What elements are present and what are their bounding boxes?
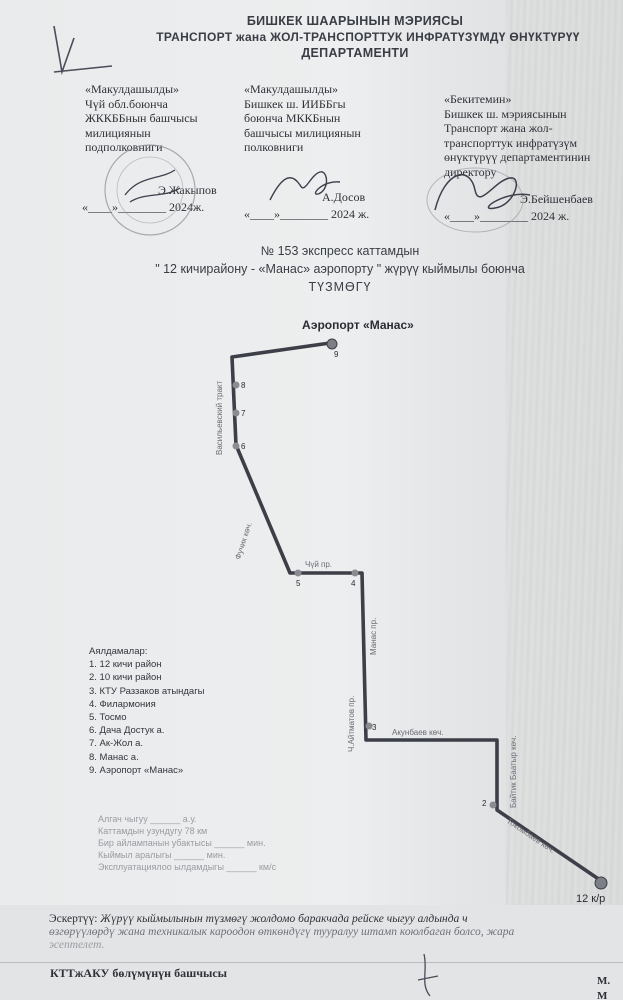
stop-item: 7. Ак-Жол а. <box>89 738 144 750</box>
stop-number: 8 <box>241 381 246 390</box>
stat-line: Бир айлампанын убактысы ______ мин. <box>98 838 266 848</box>
approval-1-line: Чүй обл.боюнча <box>85 96 168 111</box>
stop-marker <box>489 801 497 809</box>
stop-item: 9. Аэропорт «Манас» <box>89 764 184 776</box>
street-label-akunbaev: Акунбаев көч. <box>392 728 443 737</box>
stop-marker <box>365 722 373 730</box>
stop-number: 5 <box>296 579 301 588</box>
approval-1-line: ЖККББнын башчысы <box>85 111 198 125</box>
approval-2-heading: «Макулдашылды» <box>244 82 339 96</box>
approval-2-line: Бишкек ш. ИИББгы <box>244 96 346 111</box>
header-line-1: БИШКЕК ШААРЫНЫН МЭРИЯСЫ <box>246 14 464 28</box>
stop-marker <box>294 569 302 577</box>
note-block: Эскертүү: Жүрүү кыймылынын түзмөгү жолдо… <box>49 913 623 952</box>
stop-number: 3 <box>372 723 377 732</box>
approval-3-heading: «Бекитемин» <box>444 92 512 106</box>
stops-heading: Аялдамалар: <box>89 646 148 657</box>
round-stamp-1 <box>104 144 196 236</box>
approval-block-3: «Бекитемин» Бишкек ш. мэриясынын Транспо… <box>444 92 623 179</box>
stop-item: 6. Дача Достук а. <box>89 725 165 737</box>
approval-block-1: «Макулдашылды» Чүй обл.боюнча ЖККББнын б… <box>85 82 245 155</box>
folded-bottom <box>0 905 623 1000</box>
street-label-manas: Манас пр. <box>369 618 378 655</box>
note-line-2: өзгөрүүлөрдү жана техникалык кароодон өт… <box>49 926 515 938</box>
stop-number: 6 <box>241 442 246 451</box>
street-label-tokombaev: Токомбаев көч. <box>505 816 557 855</box>
street-label-baitik: Байтик Баатыр көч. <box>509 736 518 808</box>
approval-3-line: транспорттук инфратүзүм <box>444 135 578 150</box>
footer-signatory: КТТжАКУ бөлүмүнүн башчысы <box>50 966 228 980</box>
stop-item: 3. КТУ Раззаков атындагы <box>89 685 205 697</box>
note-label: Эскертүү: <box>49 913 98 925</box>
stop-number: 9 <box>334 350 339 359</box>
document-title-line-2: " 12 кичирайону - «Манас» аэропорту " жү… <box>155 262 525 276</box>
route-stats: Алгач чыгуу ______ а.у. Каттамдын узунду… <box>98 813 276 873</box>
document-title-line-3: ТҮЗМӨГҮ <box>308 280 372 294</box>
approval-1-line: милициянын <box>85 125 151 140</box>
stop-item: 8. Манас а. <box>89 751 139 763</box>
stop-marker <box>351 569 359 577</box>
stat-line: Алгач чыгуу ______ а.у. <box>98 814 197 824</box>
map-airport-label: Аэропорт «Манас» <box>302 318 414 332</box>
footer-signature <box>417 953 439 997</box>
stop-marker <box>232 381 240 389</box>
map-end-label: 12 к/р <box>576 893 606 905</box>
approval-1-date: «____»________ 2024ж. <box>82 200 205 214</box>
checkmark-scribble <box>53 25 113 76</box>
stop-marker-terminal <box>326 338 338 350</box>
stop-marker-terminal <box>594 876 608 890</box>
stat-line: Эксплуатациялоо ылдамдыгы ______ км/с <box>98 862 277 872</box>
stop-item: 5. Тосмо <box>89 712 127 724</box>
stat-line: Кыймыл аралыгы ______ мин. <box>98 850 226 860</box>
approval-3-line: Бишкек ш. мэриясынын <box>444 106 567 121</box>
approval-2-line: башчысы милициянын <box>244 125 361 140</box>
wood-background <box>506 0 623 1000</box>
route-line <box>230 341 602 882</box>
approval-1-heading: «Макулдашылды» <box>85 82 180 96</box>
approval-2-line: боюнча МККБнын <box>244 111 341 125</box>
street-label-fuchik: Фучик көч. <box>233 521 254 561</box>
fold-crease <box>0 962 623 963</box>
approval-3-signer: Э.Бейшенбаев <box>520 192 593 206</box>
approval-3-date: «____»________ 2024 ж. <box>444 209 570 223</box>
approval-2-date: «____»________ 2024 ж. <box>244 207 370 221</box>
stop-number: 2 <box>482 799 487 808</box>
stop-marker <box>232 442 240 450</box>
approval-1-line: подполковниги <box>85 140 163 154</box>
stop-number: 7 <box>241 409 246 418</box>
street-label-vasilevsky: Васильевский тракт <box>215 380 224 455</box>
approval-block-2: «Макулдашылды» Бишкек ш. ИИББгы боюнча М… <box>244 82 414 155</box>
street-label-aitmatov: Ч.Айтматов пр. <box>347 696 356 752</box>
header-line-2: ТРАНСПОРТ жана ЖОЛ-ТРАНСПОРТТУК ИНФРАТҮЗ… <box>156 30 580 44</box>
stop-item: 4. Филармония <box>89 698 156 710</box>
stop-item: 1. 12 кичи район <box>89 659 162 671</box>
route-stops <box>232 338 608 890</box>
stops-list: Аялдамалар: 1. 12 кичи район 2. 10 кичи … <box>89 645 205 777</box>
stat-line: Каттамдын узундугу 78 км <box>98 826 208 836</box>
footer-initials: М. М <box>597 975 611 1000</box>
note-line-3: эсептелет. <box>49 939 105 951</box>
street-label-chui: Чүй пр. <box>305 560 332 569</box>
approval-3-line: өнүктүрүү департаментинин <box>444 150 591 164</box>
approval-1-signer: Э.Жакыпов <box>158 183 217 197</box>
approval-2-signer: А.Досов <box>322 190 366 204</box>
approval-3-line: Транспорт жана жол- <box>444 121 553 135</box>
header-line-3: ДЕПАРТАМЕНТИ <box>301 46 409 60</box>
note-line-1: Жүрүү кыймылынын түзмөгү жолдомо баракча… <box>100 913 468 925</box>
stop-marker <box>232 409 240 417</box>
document-title-line-1: № 153 экспресс каттамдын <box>260 244 420 258</box>
signature-stamp-3 <box>426 167 531 233</box>
stop-item: 2. 10 кичи район <box>89 672 162 684</box>
stop-number: 4 <box>351 579 356 588</box>
signature-2 <box>269 171 341 201</box>
approval-2-line: полковниги <box>244 140 304 154</box>
